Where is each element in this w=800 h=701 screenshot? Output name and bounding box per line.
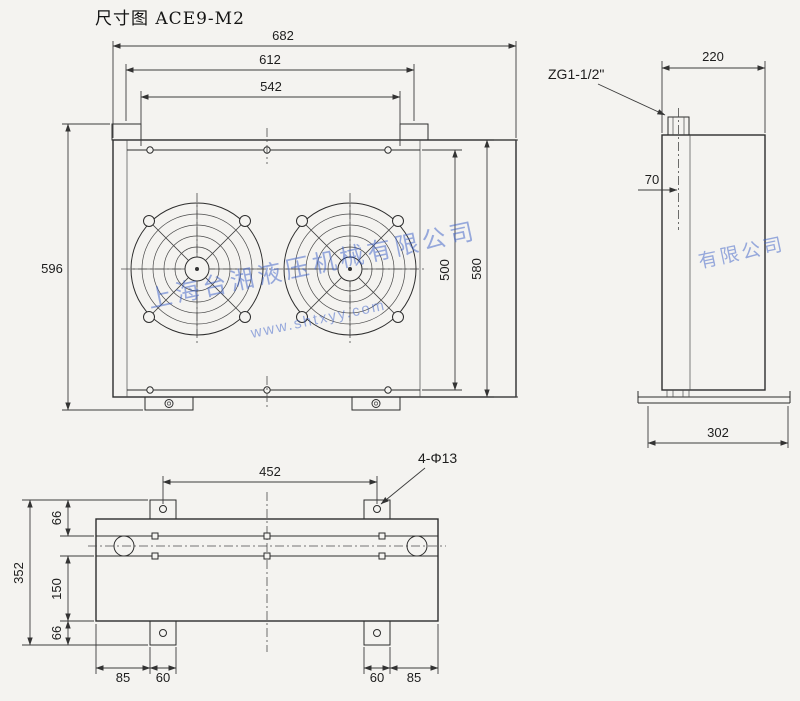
- dim-542: 542: [260, 79, 282, 94]
- dim-682: 682: [272, 28, 294, 43]
- watermark: 上海台湘液压机械有限公司 www.shtxyy.com 有限公司: [146, 218, 787, 343]
- dim-612: 612: [259, 52, 281, 67]
- dim-60-left: 60: [156, 670, 170, 685]
- side-view: [637, 108, 791, 404]
- front-body-outline: [112, 139, 517, 398]
- watermark-url: www.shtxyy.com: [248, 297, 387, 342]
- bottom-bottom-tab-right: [363, 620, 391, 646]
- front-foot-left: [144, 396, 194, 411]
- dim-85-right: 85: [407, 670, 421, 685]
- bottom-body-outline: [95, 518, 439, 622]
- port-thread-label: ZG1-1/2": [548, 66, 604, 82]
- dim-596: 596: [41, 261, 63, 276]
- front-view: [111, 123, 517, 411]
- dim-150: 150: [49, 578, 64, 600]
- dim-352: 352: [11, 562, 26, 584]
- dim-452: 452: [259, 464, 281, 479]
- dim-85-left: 85: [116, 670, 130, 685]
- bottom-view: [88, 492, 446, 652]
- front-view-dimensions: 682 612 542 596 500 580: [41, 28, 518, 411]
- dim-220: 220: [702, 49, 724, 64]
- hole-note-leader: [380, 467, 426, 505]
- bottom-bottom-tab-left: [149, 620, 177, 646]
- dim-70: 70: [645, 172, 659, 187]
- hole-note-label: 4-Φ13: [418, 450, 457, 466]
- dim-580: 580: [469, 258, 484, 280]
- watermark-company-short: 有限公司: [696, 233, 787, 273]
- side-view-dimensions: ZG1-1/2" 220 70 302: [548, 49, 789, 448]
- dim-302: 302: [707, 425, 729, 440]
- bottom-view-dimensions: 452 4-Φ13 66 150 66 352 85 60 60 85: [11, 450, 457, 685]
- side-body-outline: [661, 134, 766, 391]
- dim-60-right: 60: [370, 670, 384, 685]
- front-foot-right: [351, 396, 401, 411]
- front-top-tab-right: [399, 123, 429, 141]
- side-base: [637, 390, 791, 404]
- drawing-title: 尺寸图 ACE9-M2: [95, 9, 245, 29]
- dim-66-bottom: 66: [49, 626, 64, 640]
- front-top-tab-left: [111, 123, 142, 141]
- side-port: [667, 108, 690, 230]
- dim-66-top: 66: [49, 511, 64, 525]
- dim-500: 500: [437, 259, 452, 281]
- port-leader-line: [597, 83, 666, 116]
